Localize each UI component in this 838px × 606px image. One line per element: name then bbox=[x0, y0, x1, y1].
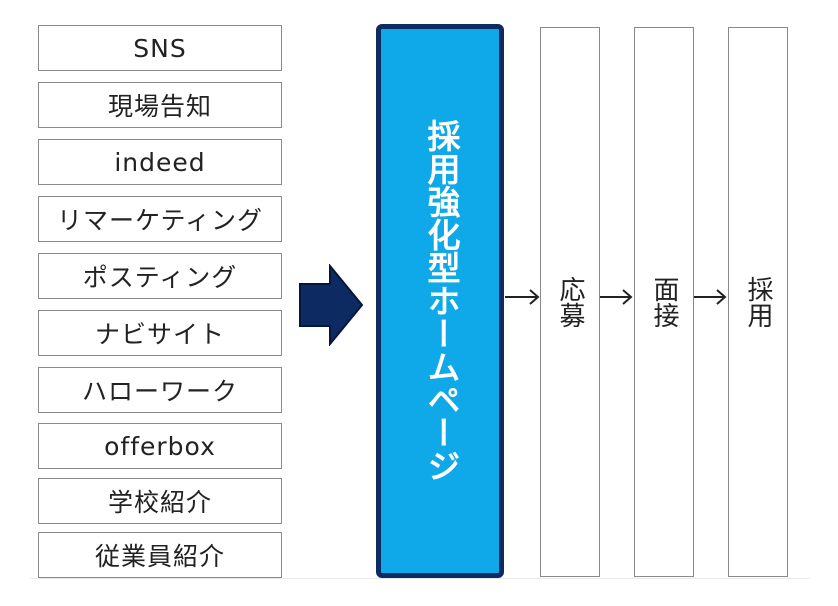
source-box-employee-referral: 従業員紹介 bbox=[38, 532, 282, 578]
source-label: ナビサイト bbox=[94, 320, 225, 349]
source-box-posting: ポスティング bbox=[38, 253, 282, 299]
homepage-box: 採用強化型ホームページ bbox=[376, 24, 504, 578]
flow-arrow-icon bbox=[505, 289, 540, 305]
big-right-arrow-shape bbox=[299, 264, 364, 346]
source-box-genba-kokuchi: 現場告知 bbox=[38, 82, 282, 128]
source-box-school-referral: 学校紹介 bbox=[38, 478, 282, 524]
homepage-label: 採用強化型ホームページ bbox=[422, 119, 461, 482]
step-box-interview: 面接 bbox=[634, 27, 694, 577]
source-box-sns: SNS bbox=[38, 25, 282, 71]
source-label: ハローワーク bbox=[81, 377, 238, 406]
source-label: 学校紹介 bbox=[107, 488, 212, 517]
source-box-hellowork: ハローワーク bbox=[38, 367, 282, 413]
source-box-offerbox: offerbox bbox=[38, 423, 282, 469]
flow-arrow-icon bbox=[600, 289, 633, 305]
step-label: 採用 bbox=[743, 276, 773, 328]
step-label: 面接 bbox=[649, 276, 679, 328]
source-label: SNS bbox=[133, 33, 187, 63]
baseline-divider bbox=[30, 578, 810, 579]
source-label: リマーケティング bbox=[56, 206, 263, 235]
step-box-apply: 応募 bbox=[540, 27, 600, 577]
step-label: 応募 bbox=[555, 276, 585, 328]
flow-arrow-icon bbox=[694, 289, 727, 305]
source-label: indeed bbox=[114, 147, 206, 177]
source-label: ポスティング bbox=[82, 263, 238, 292]
source-label: 従業員紹介 bbox=[94, 542, 225, 571]
source-box-navi-site: ナビサイト bbox=[38, 310, 282, 356]
source-label: offerbox bbox=[104, 431, 216, 461]
source-label: 現場告知 bbox=[107, 92, 212, 121]
step-box-hire: 採用 bbox=[728, 27, 788, 577]
big-right-arrow-icon bbox=[299, 264, 364, 346]
source-box-remarketing: リマーケティング bbox=[38, 196, 282, 242]
source-box-indeed: indeed bbox=[38, 139, 282, 185]
